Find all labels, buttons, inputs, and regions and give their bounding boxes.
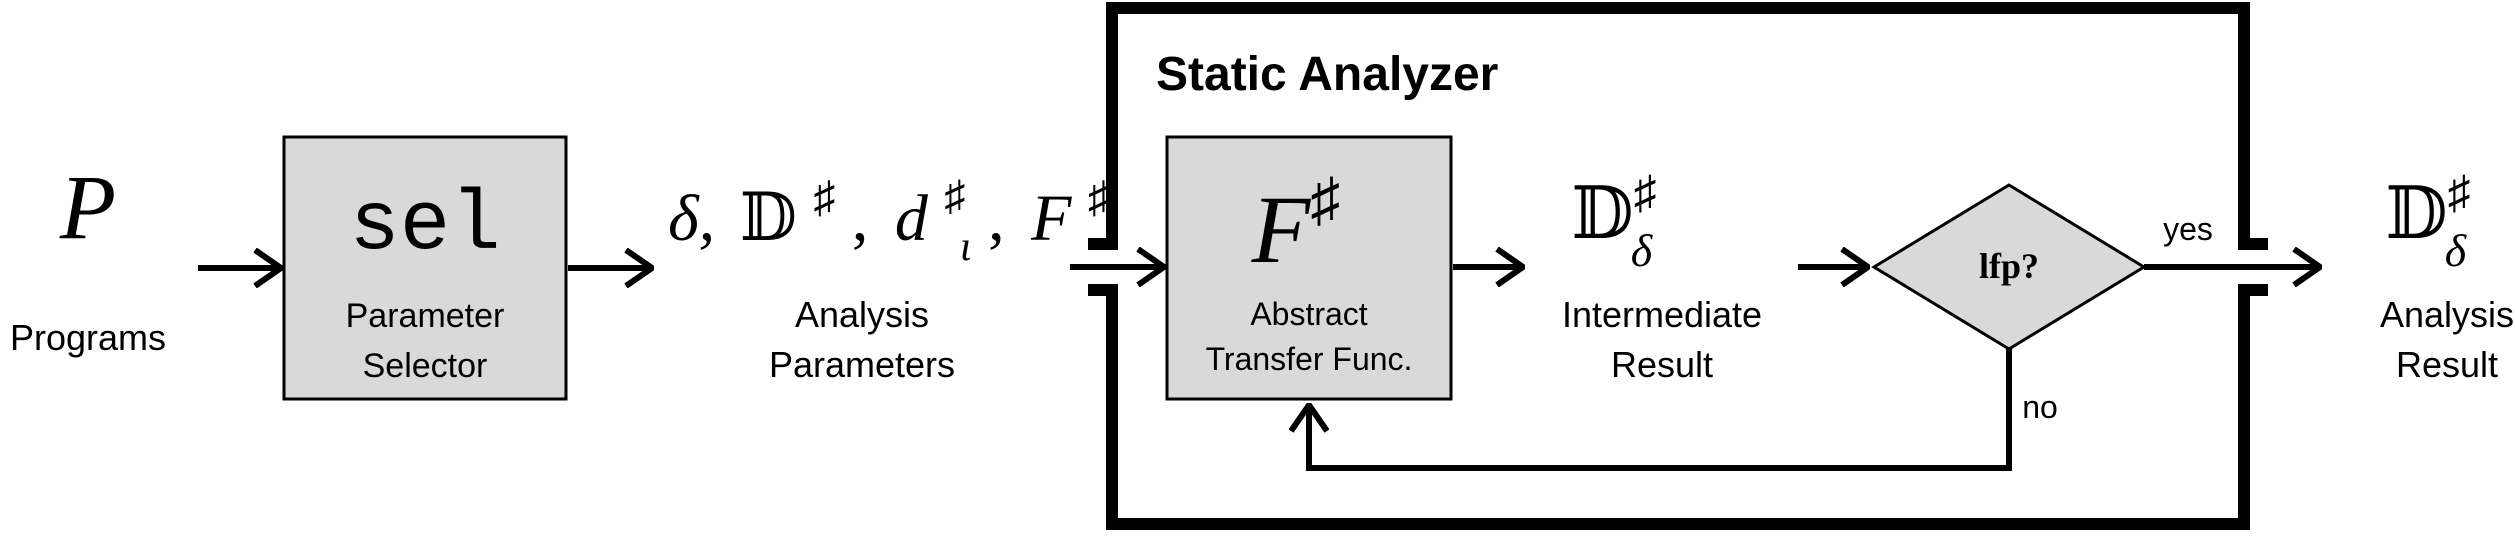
static-analyzer-title: Static Analyzer [1156,48,1498,101]
selector-code: sel [349,179,500,274]
init-iota: ι [960,224,972,270]
parameters-label-line1: Analysis [795,294,929,335]
static-analyzer-frame [1106,2,2250,530]
output-label-line1: Analysis [2380,294,2514,335]
no-label: no [2022,389,2058,425]
comma-2: , [988,182,1005,255]
program-symbol: P [59,156,116,258]
parameter-selector-box [282,135,568,401]
intermediate-symbol: 𝔻♯ δ [1571,167,1656,276]
output-symbol: 𝔻♯ δ [2385,167,2470,276]
transfer-F: F [1251,176,1312,283]
transfer-symbol-param: F [1030,182,1072,255]
init-sharp: ♯ [944,174,965,220]
transfer-symbol: F♯ [1251,167,1341,283]
output-label-line2: Result [2396,344,2498,385]
domain-sharp: ♯ [813,173,835,222]
parameters-label-line2: Parameters [769,344,955,385]
intermediate-label-line2: Result [1611,344,1713,385]
intermediate-D: 𝔻 [1571,174,1633,254]
intermediate-label-line1: Intermediate [1562,294,1762,335]
transfer-function-box [1165,135,1453,401]
parameters-formula: δ, 𝔻 ♯ , d ♯ ι , F ♯ [668,152,1110,275]
intermediate-delta: δ [1631,225,1653,276]
programs-label: Programs [10,317,166,358]
yes-label: yes [2163,211,2213,247]
output-delta: δ [2445,225,2467,276]
delta-symbol: δ, [668,182,715,255]
output-sharp: ♯ [2448,167,2471,218]
transfer-sharp-param: ♯ [1088,173,1110,222]
transfer-sharp: ♯ [1310,167,1340,233]
intermediate-sharp: ♯ [1634,167,1657,218]
transfer-label-line1: Abstract [1250,296,1367,332]
selector-label-line2: Selector [363,347,488,385]
transfer-label-line2: Transfer Func. [1206,341,1413,377]
comma-1: , [852,182,869,255]
arrow-no-feedback [1309,349,2012,471]
init-symbol: d [895,182,929,255]
output-D: 𝔻 [2385,174,2447,254]
fixpoint-decision-text: lfp? [1979,246,2039,286]
selector-label-line1: Parameter [346,297,505,335]
domain-symbol: 𝔻 [740,182,797,255]
